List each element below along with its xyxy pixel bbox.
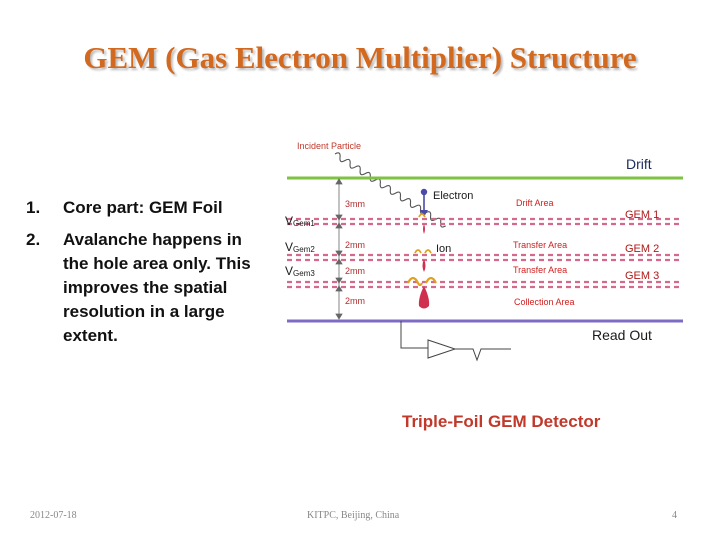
foil-label: GEM 2 — [625, 243, 659, 255]
gap-dimension-arrows — [335, 178, 343, 320]
area-label: Collection Area — [514, 297, 575, 307]
footer-page-number: 4 — [672, 510, 677, 521]
gem-foil-3 — [287, 280, 683, 289]
gap-label: 2mm — [345, 266, 365, 276]
electron-arrowhead — [420, 210, 428, 217]
bullet-number: 1. — [26, 198, 41, 217]
slide-title: GEM (Gas Electron Multiplier) Structure — [83, 40, 637, 75]
bullet-number: 2. — [26, 230, 41, 249]
avalanche-gem-2 — [414, 249, 432, 272]
amplifier-symbol — [400, 321, 511, 362]
gem-structure-diagram: Incident Particle Drift Read Out 3mm — [285, 141, 683, 362]
gap-label: 2mm — [345, 240, 365, 250]
gem-foil-1 — [287, 217, 683, 226]
foil-label: GEM 1 — [625, 209, 659, 221]
area-label: Transfer Area — [513, 240, 567, 250]
bullet-text: Core part: GEM Foil — [63, 198, 223, 217]
gap-label: 3mm — [345, 199, 365, 209]
footer-date: 2012-07-18 — [30, 510, 77, 521]
avalanche-gem-1 — [418, 213, 426, 234]
area-label: Transfer Area — [513, 265, 567, 275]
bullet-item: 2. Avalanche happens in the hole area on… — [26, 228, 268, 348]
ion-label: Ion — [436, 243, 451, 255]
voltage-label: VGem1 — [285, 214, 315, 228]
avalanche-gem-3 — [407, 276, 437, 309]
diagram-caption: Triple-Foil GEM Detector — [402, 412, 601, 431]
electron-label: Electron — [433, 190, 473, 202]
gap-label: 2mm — [345, 296, 365, 306]
footer-venue: KITPC, Beijing, China — [307, 510, 400, 521]
gem-foil-2 — [287, 253, 683, 262]
incident-particle-label: Incident Particle — [297, 141, 361, 151]
electron-marker — [420, 188, 428, 196]
voltage-label: VGem2 — [285, 240, 315, 254]
drift-label: Drift — [626, 156, 652, 172]
bullet-list: 1. Core part: GEM Foil 2. Avalanche happ… — [26, 196, 268, 356]
voltage-label: VGem3 — [285, 264, 315, 278]
foil-label: GEM 3 — [625, 270, 659, 282]
incident-particle-track — [334, 152, 446, 228]
readout-label: Read Out — [592, 327, 652, 343]
area-label: Drift Area — [516, 198, 554, 208]
bullet-text: Avalanche happens in the hole area only.… — [63, 230, 251, 345]
bullet-item: 1. Core part: GEM Foil — [26, 196, 268, 220]
